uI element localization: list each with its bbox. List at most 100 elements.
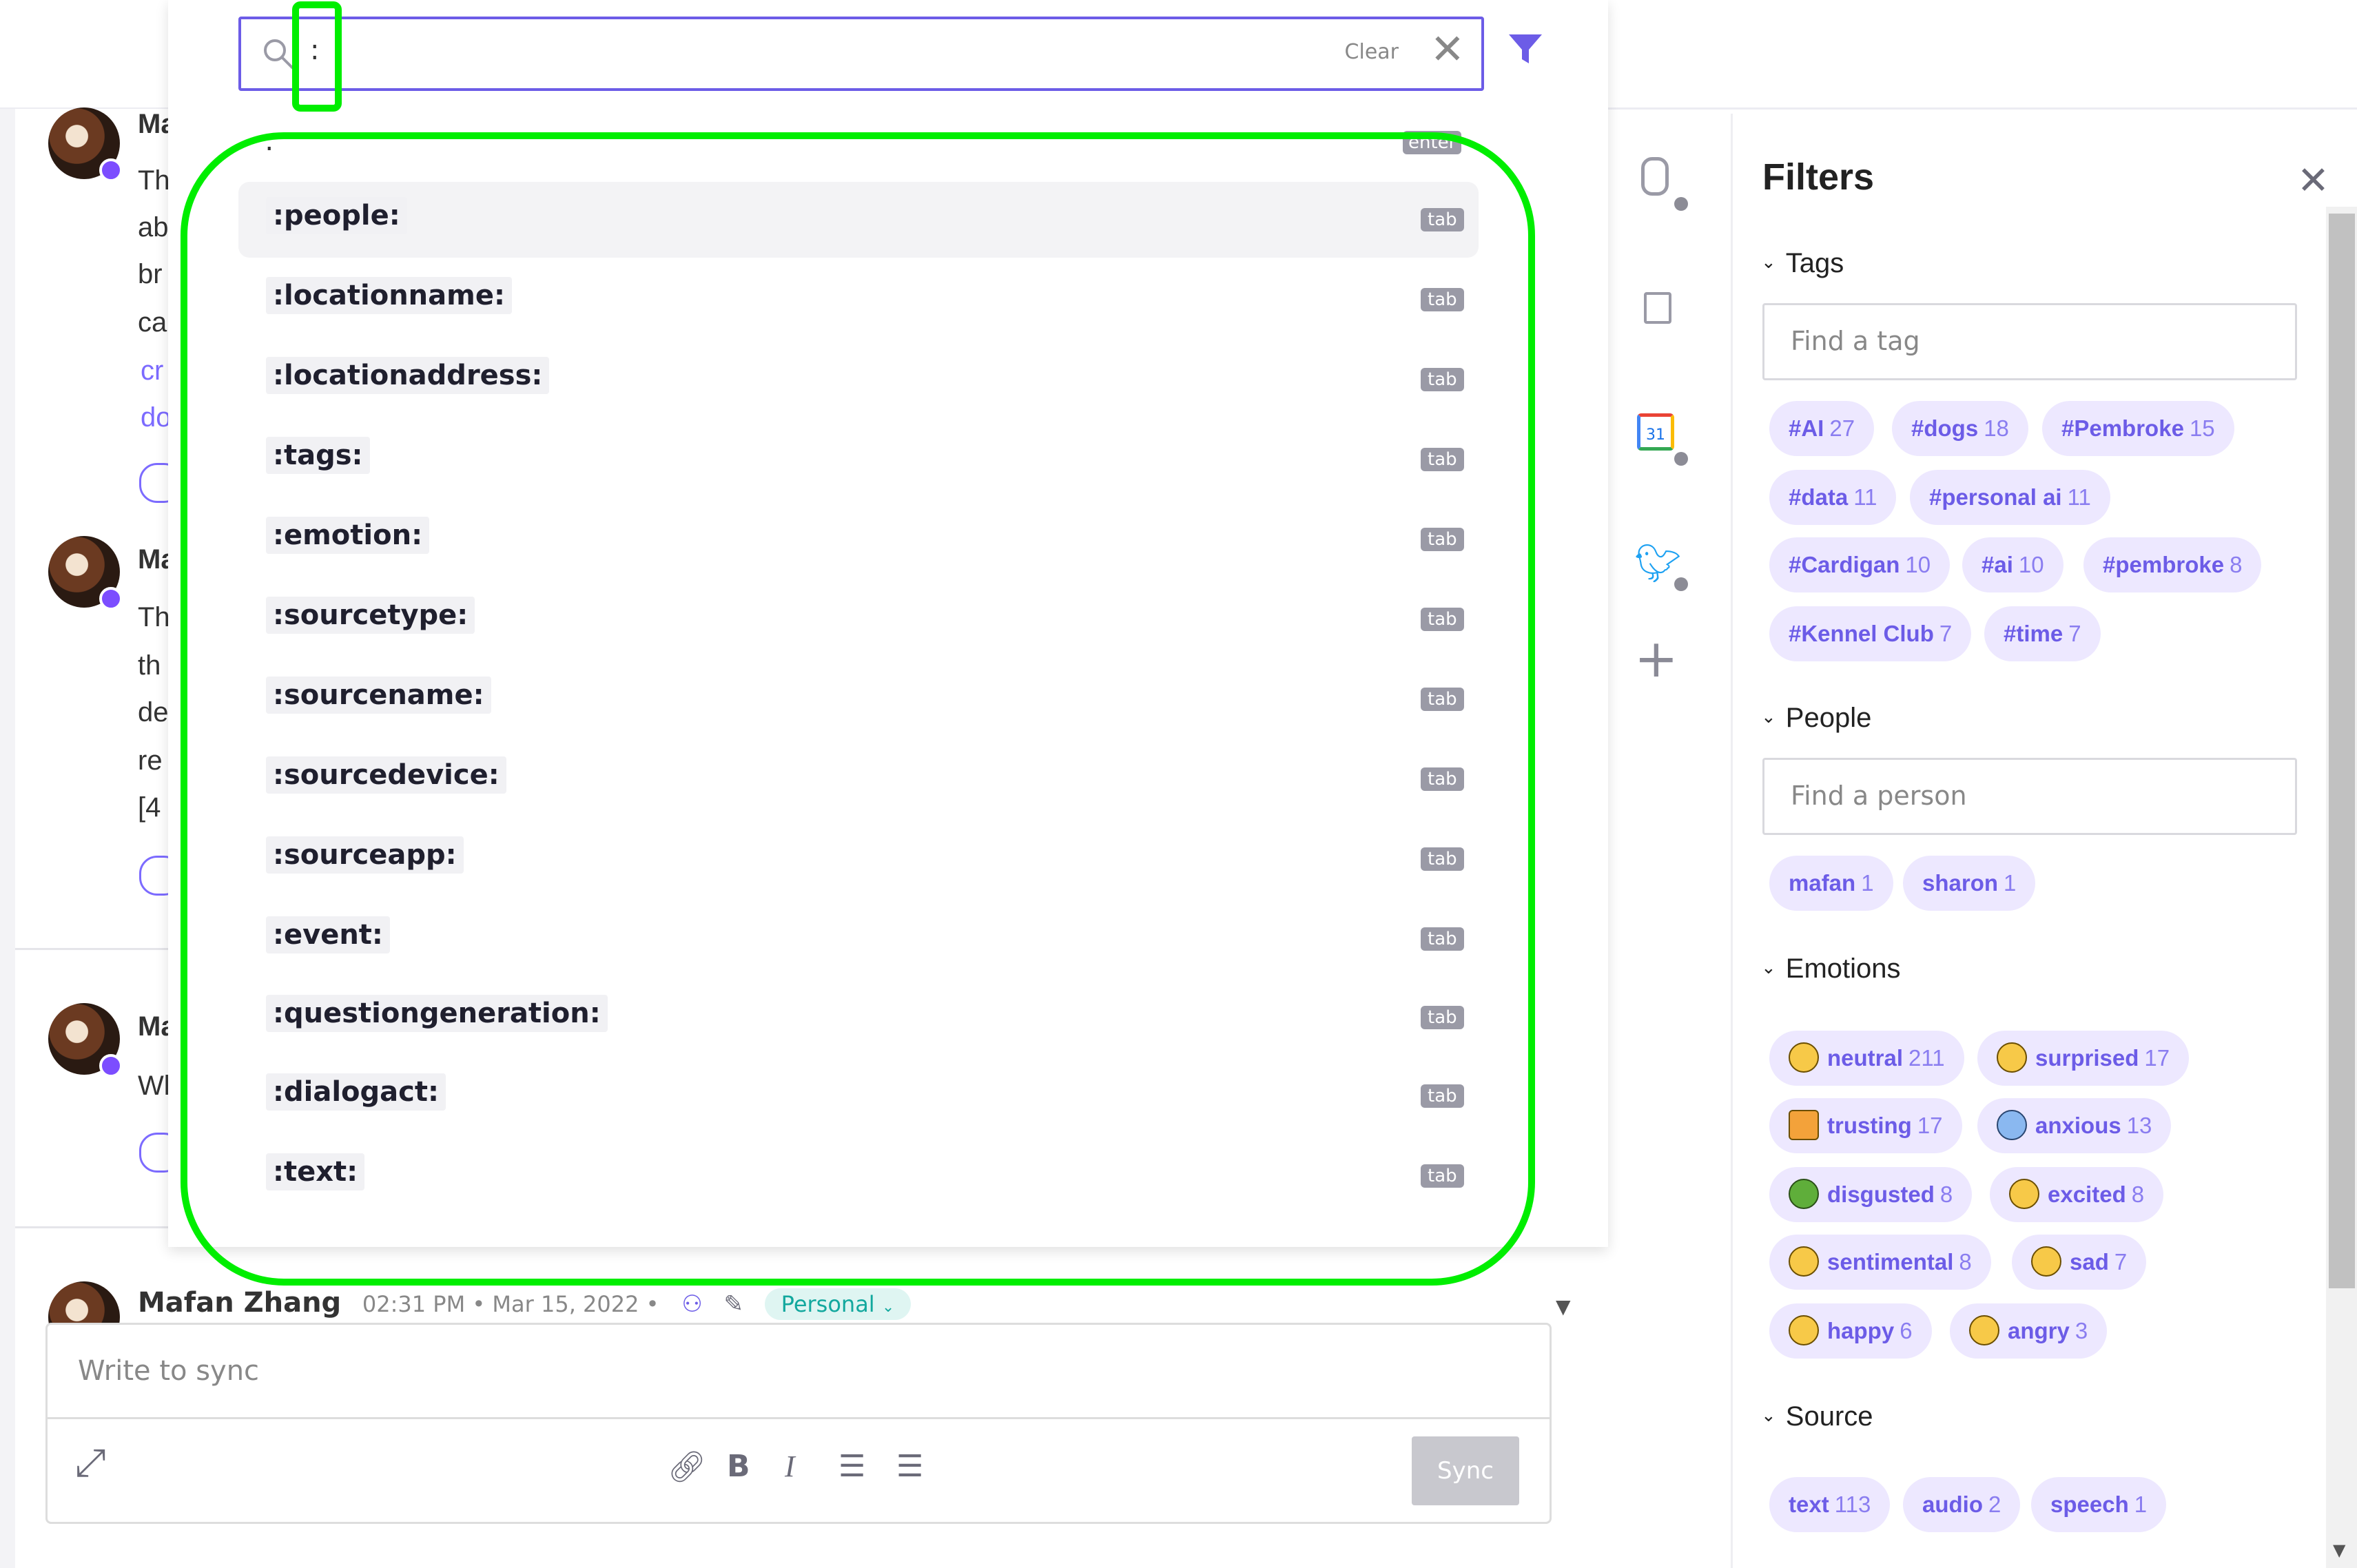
suggestion-item[interactable]: :dialogact:tab bbox=[238, 1058, 1479, 1134]
person-search-placeholder: Find a person bbox=[1791, 781, 1967, 811]
enter-key-badge: enter bbox=[1403, 131, 1462, 154]
bullet-list-icon[interactable]: ☰ bbox=[896, 1449, 924, 1484]
expand-icon[interactable]: ⤢ bbox=[75, 1441, 106, 1485]
status-dot bbox=[1674, 577, 1688, 591]
surprised-face-icon bbox=[1997, 1042, 2027, 1073]
chip-label: trusting bbox=[1827, 1113, 1912, 1138]
source-section-header[interactable]: ⌄Source bbox=[1761, 1401, 1873, 1432]
chip-count: 15 bbox=[2189, 415, 2215, 441]
post-link[interactable]: cr bbox=[141, 355, 164, 386]
chip-count: 1 bbox=[1861, 870, 1874, 896]
suggestion-item[interactable]: :sourcename:tab bbox=[238, 661, 1479, 737]
chip-count: 11 bbox=[2067, 484, 2091, 510]
filter-icon[interactable] bbox=[1506, 30, 1545, 69]
tag-search-input[interactable]: Find a tag bbox=[1762, 303, 2297, 380]
suggestion-item[interactable]: :event:tab bbox=[238, 901, 1479, 977]
left-gutter bbox=[0, 109, 15, 1568]
suggestion-item[interactable]: :questiongeneration:tab bbox=[238, 980, 1479, 1055]
microphone-icon[interactable] bbox=[1641, 157, 1669, 196]
clear-button[interactable]: Clear bbox=[1344, 40, 1399, 64]
sync-button[interactable]: Sync bbox=[1412, 1436, 1519, 1505]
copy-icon[interactable] bbox=[1644, 292, 1671, 324]
scroll-down-arrow-icon[interactable]: ▼ bbox=[2333, 1540, 2346, 1560]
close-icon[interactable]: ✕ bbox=[2297, 158, 2329, 203]
star-eyes-face-icon bbox=[2009, 1179, 2039, 1210]
feed-scroll-arrow-icon[interactable]: ▼ bbox=[1556, 1295, 1571, 1318]
suggestion-item[interactable]: :locationname:tab bbox=[238, 262, 1479, 338]
close-icon[interactable]: ✕ bbox=[1430, 25, 1465, 74]
chip-label: #dogs bbox=[1911, 415, 1979, 441]
suggestion-item[interactable]: :sourcedevice:tab bbox=[238, 741, 1479, 817]
bold-icon[interactable]: B bbox=[727, 1449, 750, 1484]
chip-label: happy bbox=[1827, 1318, 1895, 1343]
category-dropdown[interactable]: Personal ⌄ bbox=[764, 1288, 912, 1320]
calendar-icon[interactable]: 31 bbox=[1637, 413, 1674, 451]
tags-section-header[interactable]: ⌄Tags bbox=[1761, 248, 1844, 279]
chip-count: 7 bbox=[1939, 621, 1953, 646]
chip-count: 113 bbox=[1834, 1492, 1871, 1517]
tag-search-placeholder: Find a tag bbox=[1791, 326, 1920, 356]
chip-count: 18 bbox=[1984, 415, 2009, 441]
emotions-section-header[interactable]: ⌄Emotions bbox=[1761, 953, 1901, 984]
people-tag-icon[interactable]: ⚇ bbox=[681, 1290, 703, 1318]
suggestion-item[interactable]: :locationaddress:tab bbox=[238, 342, 1479, 417]
suggestion-item[interactable]: :emotion:tab bbox=[238, 502, 1479, 577]
people-section-header[interactable]: ⌄People bbox=[1761, 703, 1871, 734]
add-integration-icon[interactable]: + bbox=[1634, 628, 1678, 689]
chip-label: excited bbox=[2048, 1182, 2126, 1207]
chip-count: 7 bbox=[2068, 621, 2081, 646]
search-bar[interactable]: : Clear ✕ bbox=[238, 17, 1484, 91]
compose-input[interactable]: Write to sync bbox=[48, 1325, 1550, 1419]
suggestion-item[interactable]: :text:tab bbox=[238, 1138, 1479, 1214]
suggestion-item[interactable]: :sourceapp:tab bbox=[238, 821, 1479, 897]
suggestion-item[interactable]: :sourcetype:tab bbox=[238, 581, 1479, 657]
post-line: th bbox=[138, 650, 161, 681]
chip-label: anxious bbox=[2035, 1113, 2121, 1138]
suggestion-label: :emotion: bbox=[266, 517, 430, 554]
twitter-icon[interactable]: 🐦︎ bbox=[1634, 541, 1682, 585]
suggestion-label: :event: bbox=[266, 916, 390, 953]
link-icon[interactable]: 🔗︎ bbox=[668, 1450, 706, 1485]
ordered-list-icon[interactable]: ☰ bbox=[838, 1449, 866, 1484]
current-query[interactable]: : bbox=[265, 125, 274, 157]
chip-count: 1 bbox=[2134, 1492, 2148, 1517]
panel-scrollbar-thumb[interactable] bbox=[2329, 214, 2355, 1288]
suggestion-item[interactable]: :people:tab bbox=[238, 182, 1479, 258]
suggestion-label: :people: bbox=[266, 197, 407, 234]
person-search-input[interactable]: Find a person bbox=[1762, 758, 2297, 835]
neutral-face-icon bbox=[1789, 1042, 1819, 1073]
post-link[interactable]: do bbox=[141, 402, 172, 433]
italic-icon[interactable]: I bbox=[785, 1450, 795, 1483]
chip-label: sharon bbox=[1922, 870, 1999, 896]
suggestion-item[interactable]: :tags:tab bbox=[238, 422, 1479, 497]
chip-label: angry bbox=[2008, 1318, 2070, 1343]
status-dot bbox=[99, 587, 123, 610]
search-input[interactable]: : bbox=[310, 34, 320, 66]
edit-pencil-icon[interactable]: ✎ bbox=[723, 1290, 743, 1318]
